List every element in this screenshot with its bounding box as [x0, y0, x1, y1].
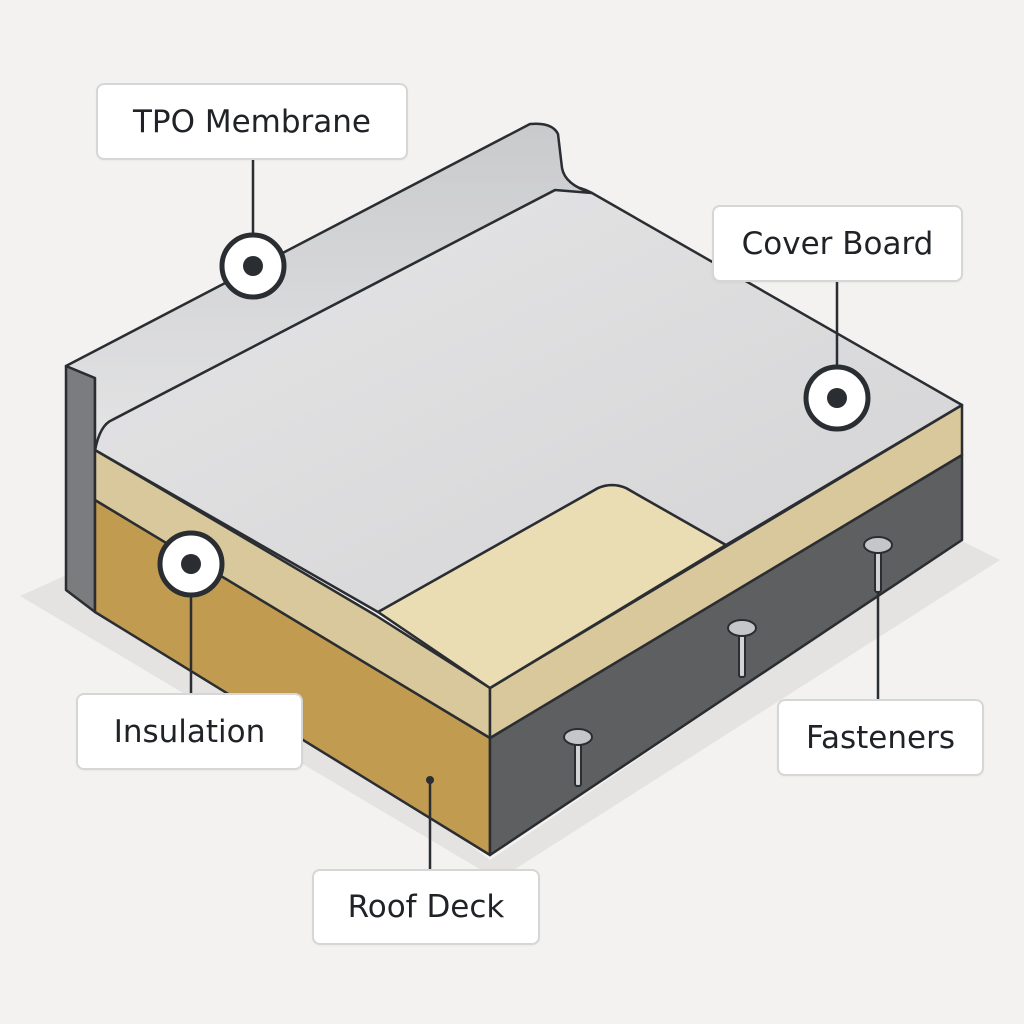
cover-board-label-text: Cover Board [741, 225, 934, 262]
deck-marker-dot [426, 776, 434, 784]
roof-deck-label: Roof Deck [312, 869, 540, 945]
marker-cover [803, 364, 871, 432]
roof-deck-label-text: Roof Deck [347, 889, 505, 925]
fastener [727, 619, 757, 678]
insulation-label-text: Insulation [113, 713, 266, 750]
tpo-membrane-parapet [64, 122, 594, 452]
fastener [563, 728, 593, 787]
insulation-label: Insulation [76, 693, 303, 770]
fasteners-label-text: Fasteners [806, 719, 955, 756]
cover-board-label: Cover Board [712, 205, 963, 282]
marker-tpo [219, 232, 287, 300]
marker-insulation [157, 530, 225, 598]
tpo-membrane-label: TPO Membrane [96, 83, 408, 160]
parapet-end-face [64, 364, 97, 614]
tpo-membrane-label-text: TPO Membrane [132, 103, 372, 140]
fasteners-label: Fasteners [777, 699, 984, 776]
